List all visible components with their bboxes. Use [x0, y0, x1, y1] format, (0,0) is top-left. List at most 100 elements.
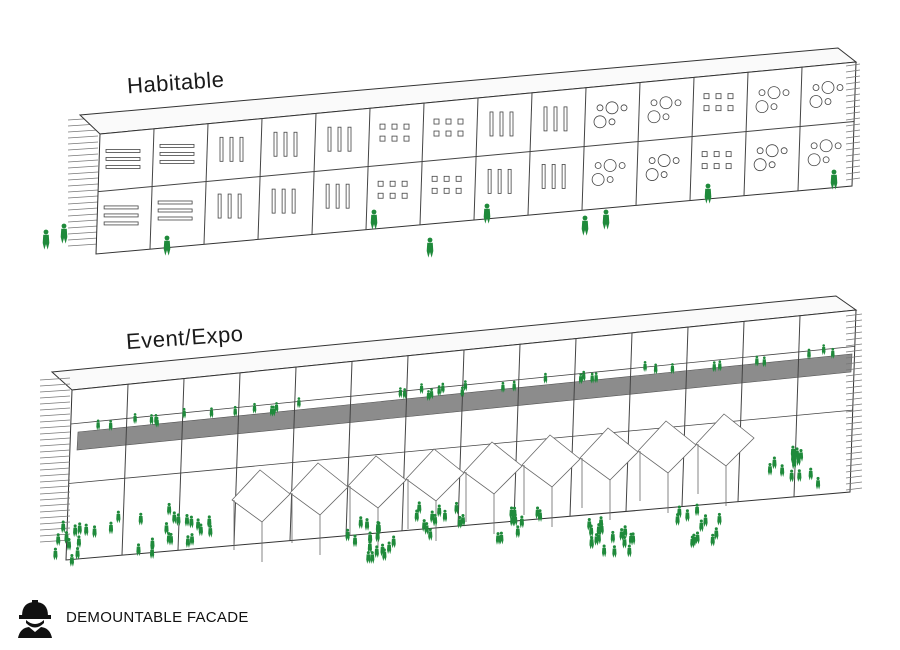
person-figure [543, 372, 548, 384]
person-figure [424, 522, 429, 535]
person-body [172, 514, 177, 525]
person-body [714, 530, 719, 540]
louver [845, 439, 863, 443]
person-body [519, 518, 524, 529]
person-figure [460, 513, 466, 527]
louver [845, 391, 863, 395]
window-square [431, 187, 438, 194]
louver [39, 407, 71, 411]
louver [67, 189, 99, 193]
window-slit [487, 168, 492, 194]
person-figure [437, 504, 442, 518]
window-slot [157, 216, 193, 221]
person-head [831, 169, 837, 175]
person-figure [790, 445, 796, 459]
window-round [836, 84, 844, 91]
window-square [703, 105, 710, 112]
window-slit [327, 126, 332, 152]
window-round [810, 142, 818, 150]
tent-canopy [579, 427, 639, 481]
person-body [590, 375, 594, 384]
person-body [589, 539, 594, 549]
person-figure [441, 382, 445, 394]
person-figure [512, 380, 516, 392]
window-slit [553, 106, 558, 132]
person-figure [602, 544, 607, 558]
person-body [627, 547, 632, 558]
person-head [403, 388, 406, 391]
louver [67, 135, 99, 139]
person-head [797, 469, 801, 473]
person-body [543, 375, 548, 384]
louver [39, 503, 71, 507]
person-figure [414, 509, 419, 523]
person-figure [510, 513, 515, 527]
person-body [594, 375, 598, 384]
person-head [64, 531, 69, 535]
person-figure [208, 524, 213, 538]
louver [845, 177, 861, 181]
bay-divider [311, 113, 317, 235]
person-body [84, 526, 89, 537]
person-head [603, 209, 609, 215]
person-figure [184, 514, 190, 527]
person-figure [677, 505, 682, 519]
person-figure [695, 531, 700, 545]
louver [39, 461, 71, 465]
person-head [346, 528, 350, 532]
person-head [768, 462, 772, 467]
person-head [807, 348, 811, 352]
window-square [715, 105, 722, 112]
person-figure [599, 522, 604, 536]
person-body [512, 383, 516, 392]
window-round [767, 86, 781, 100]
louver [845, 141, 861, 145]
person-head [755, 355, 759, 359]
window-square [433, 118, 440, 125]
window-slit [227, 193, 232, 219]
person-figure [460, 386, 465, 398]
person-head [437, 504, 441, 508]
facade-louvers-left [67, 117, 99, 247]
person-head [460, 386, 464, 390]
louver [67, 129, 99, 133]
person-body [599, 525, 604, 536]
window-round [648, 157, 656, 164]
person-head [461, 513, 465, 518]
person-body [358, 519, 363, 529]
louver [39, 509, 71, 513]
person-figure [457, 515, 462, 529]
window-square [389, 192, 396, 199]
person-figure [370, 551, 375, 564]
person-body [108, 524, 114, 535]
person-figure [690, 535, 695, 549]
person-body [789, 472, 794, 483]
person-head [155, 416, 159, 420]
window-slot [157, 200, 193, 205]
louver [845, 367, 863, 371]
louver [845, 123, 861, 127]
person-head [377, 521, 381, 525]
window-square [443, 175, 450, 182]
louver [67, 171, 99, 175]
bay-divider [527, 92, 533, 216]
person-body [643, 363, 647, 372]
person-head [620, 528, 624, 532]
person-figure [717, 360, 722, 372]
person-figure [402, 388, 407, 400]
person-figure [172, 511, 177, 525]
event-building [39, 295, 863, 562]
person-head [182, 407, 186, 411]
person-body [345, 532, 350, 542]
person-body [772, 459, 777, 470]
legend-label: DEMOUNTABLE FACADE [66, 608, 249, 626]
person-figure [64, 531, 69, 544]
person-body [441, 385, 445, 394]
bay-divider [797, 67, 803, 191]
person-body [198, 526, 203, 537]
person-body [75, 550, 80, 560]
person-body [364, 521, 370, 531]
bay-divider [203, 123, 209, 245]
window-square [701, 163, 708, 170]
